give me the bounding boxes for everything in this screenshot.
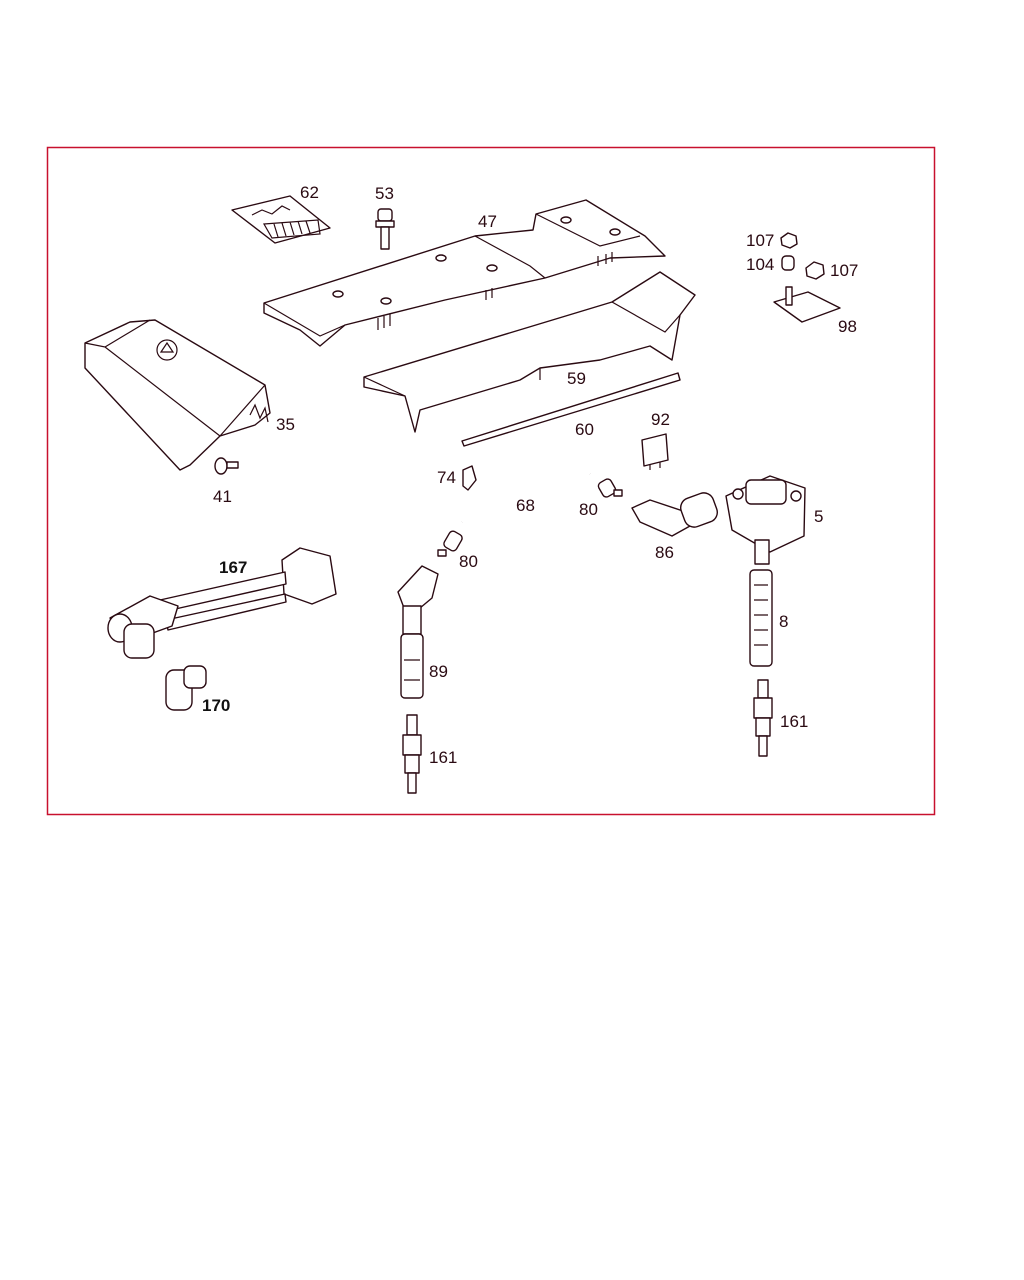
part-104-spacer[interactable] xyxy=(781,255,795,271)
part-80-connector-2[interactable] xyxy=(437,530,464,557)
label-74: 74 xyxy=(437,468,456,487)
part-107-nut-2[interactable] xyxy=(805,261,825,280)
callout-labels: 62 53 47 107 104 107 98 59 35 92 60 41 7… xyxy=(202,183,858,767)
label-161-2: 161 xyxy=(429,748,457,767)
label-89: 89 xyxy=(429,662,448,681)
part-62-label-plate[interactable] xyxy=(231,195,331,244)
part-68-ignition-lead[interactable] xyxy=(460,460,592,523)
label-98: 98 xyxy=(838,317,857,336)
label-5: 5 xyxy=(814,507,823,526)
label-47: 47 xyxy=(478,212,497,231)
label-59: 59 xyxy=(567,369,586,388)
label-107-2: 107 xyxy=(830,261,858,280)
part-86-plug-connector[interactable] xyxy=(631,490,720,537)
label-8: 8 xyxy=(779,612,788,631)
part-8-connector-rod[interactable] xyxy=(749,569,773,667)
label-41: 41 xyxy=(213,487,232,506)
label-68: 68 xyxy=(516,496,535,515)
part-74-clip[interactable] xyxy=(462,465,477,491)
label-53: 53 xyxy=(375,184,394,203)
part-53-bolt[interactable] xyxy=(375,208,395,250)
part-167-ignition-lead[interactable] xyxy=(107,547,337,659)
part-47-cover-plate[interactable] xyxy=(263,199,666,347)
label-35: 35 xyxy=(276,415,295,434)
label-80-2: 80 xyxy=(459,552,478,571)
part-35-engine-cover[interactable] xyxy=(84,319,271,471)
label-170: 170 xyxy=(202,696,230,715)
label-80: 80 xyxy=(579,500,598,519)
part-80-connector[interactable] xyxy=(597,478,623,499)
part-170-connector[interactable] xyxy=(165,665,207,711)
part-5-ignition-coil[interactable] xyxy=(725,475,806,565)
part-41-screw[interactable] xyxy=(214,457,239,475)
label-62: 62 xyxy=(300,183,319,202)
part-98-bracket[interactable] xyxy=(773,286,841,323)
label-104: 104 xyxy=(746,255,774,274)
label-60: 60 xyxy=(575,420,594,439)
part-161-spark-plug-2[interactable] xyxy=(402,714,422,794)
label-167: 167 xyxy=(219,558,247,577)
part-161-spark-plug[interactable] xyxy=(753,679,773,757)
diagram-frame xyxy=(46,146,936,816)
part-107-nut[interactable] xyxy=(780,232,798,249)
part-89-plug-boot[interactable] xyxy=(397,565,439,699)
label-107: 107 xyxy=(746,231,774,250)
part-60-seal-strip[interactable] xyxy=(461,372,681,447)
label-92: 92 xyxy=(651,410,670,429)
label-161: 161 xyxy=(780,712,808,731)
label-86: 86 xyxy=(655,543,674,562)
part-92-clip[interactable] xyxy=(641,433,669,470)
part-59-cover-lower[interactable] xyxy=(363,271,696,433)
